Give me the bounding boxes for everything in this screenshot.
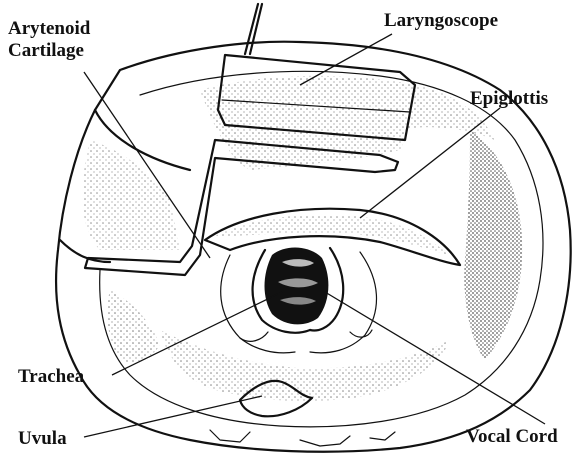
arytenoid-cartilage-label: Arytenoid Cartilage [8, 18, 90, 62]
left-cheek-shading [83, 140, 180, 250]
right-wall-shading [464, 130, 522, 360]
epiglottis-label: Epiglottis [470, 88, 548, 110]
uvula-leader-line [84, 396, 262, 437]
arytenoid-label-line2: Cartilage [8, 40, 90, 62]
left-wall-shading [107, 290, 160, 362]
trachea-label: Trachea [18, 366, 84, 388]
lower-teeth [210, 430, 395, 446]
laryngoscope-label: Laryngoscope [384, 10, 498, 32]
arytenoid-label-line1: Arytenoid [8, 18, 90, 40]
uvula-label: Uvula [18, 428, 67, 450]
laryngoscope-shaft [245, 4, 262, 54]
vocal-cord-label: Vocal Cord [466, 426, 558, 448]
upper-palate-shading [200, 76, 495, 170]
